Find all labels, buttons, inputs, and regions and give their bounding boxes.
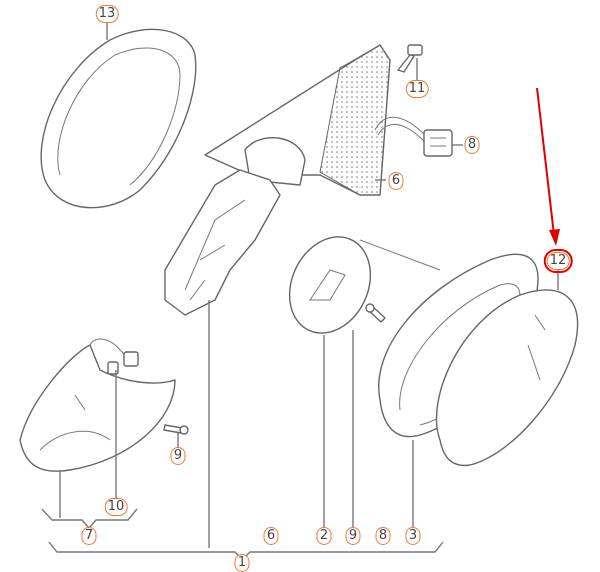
highlight-arrow: [536, 87, 560, 246]
mirror-bracket-part: [164, 169, 281, 316]
assembly-item-8: 8: [375, 527, 391, 545]
adjust-motor-part: [288, 236, 441, 334]
callout-8-connector: 8: [464, 136, 480, 154]
callout-9-motor-screw: 9: [345, 527, 361, 545]
mirror-mount-part: [204, 44, 391, 196]
callout-10-bulb: 10: [104, 498, 128, 516]
callout-6-mount: 6: [388, 172, 404, 190]
mirror-glass-part: [435, 289, 579, 467]
assembly-item-6: 6: [263, 527, 279, 545]
callout-11-screw: 11: [405, 80, 429, 98]
callout-1-assembly: 1: [234, 554, 250, 572]
mirror-cap-part: [40, 28, 197, 209]
screw-part-top: [397, 44, 423, 73]
callout-13-cap: 13: [95, 5, 119, 23]
connector-part: [374, 116, 453, 157]
callout-9-lower-screw: 9: [170, 447, 186, 465]
callout-12-mirror-glass: 12: [543, 249, 573, 273]
callout-3-housing: 3: [405, 527, 421, 545]
motor-screw-part: [365, 303, 386, 323]
lower-screw-part: [163, 424, 189, 435]
lower-cover-part: [19, 338, 176, 472]
callout-7-lower-cover: 7: [81, 527, 97, 545]
callout-2-motor: 2: [316, 527, 332, 545]
